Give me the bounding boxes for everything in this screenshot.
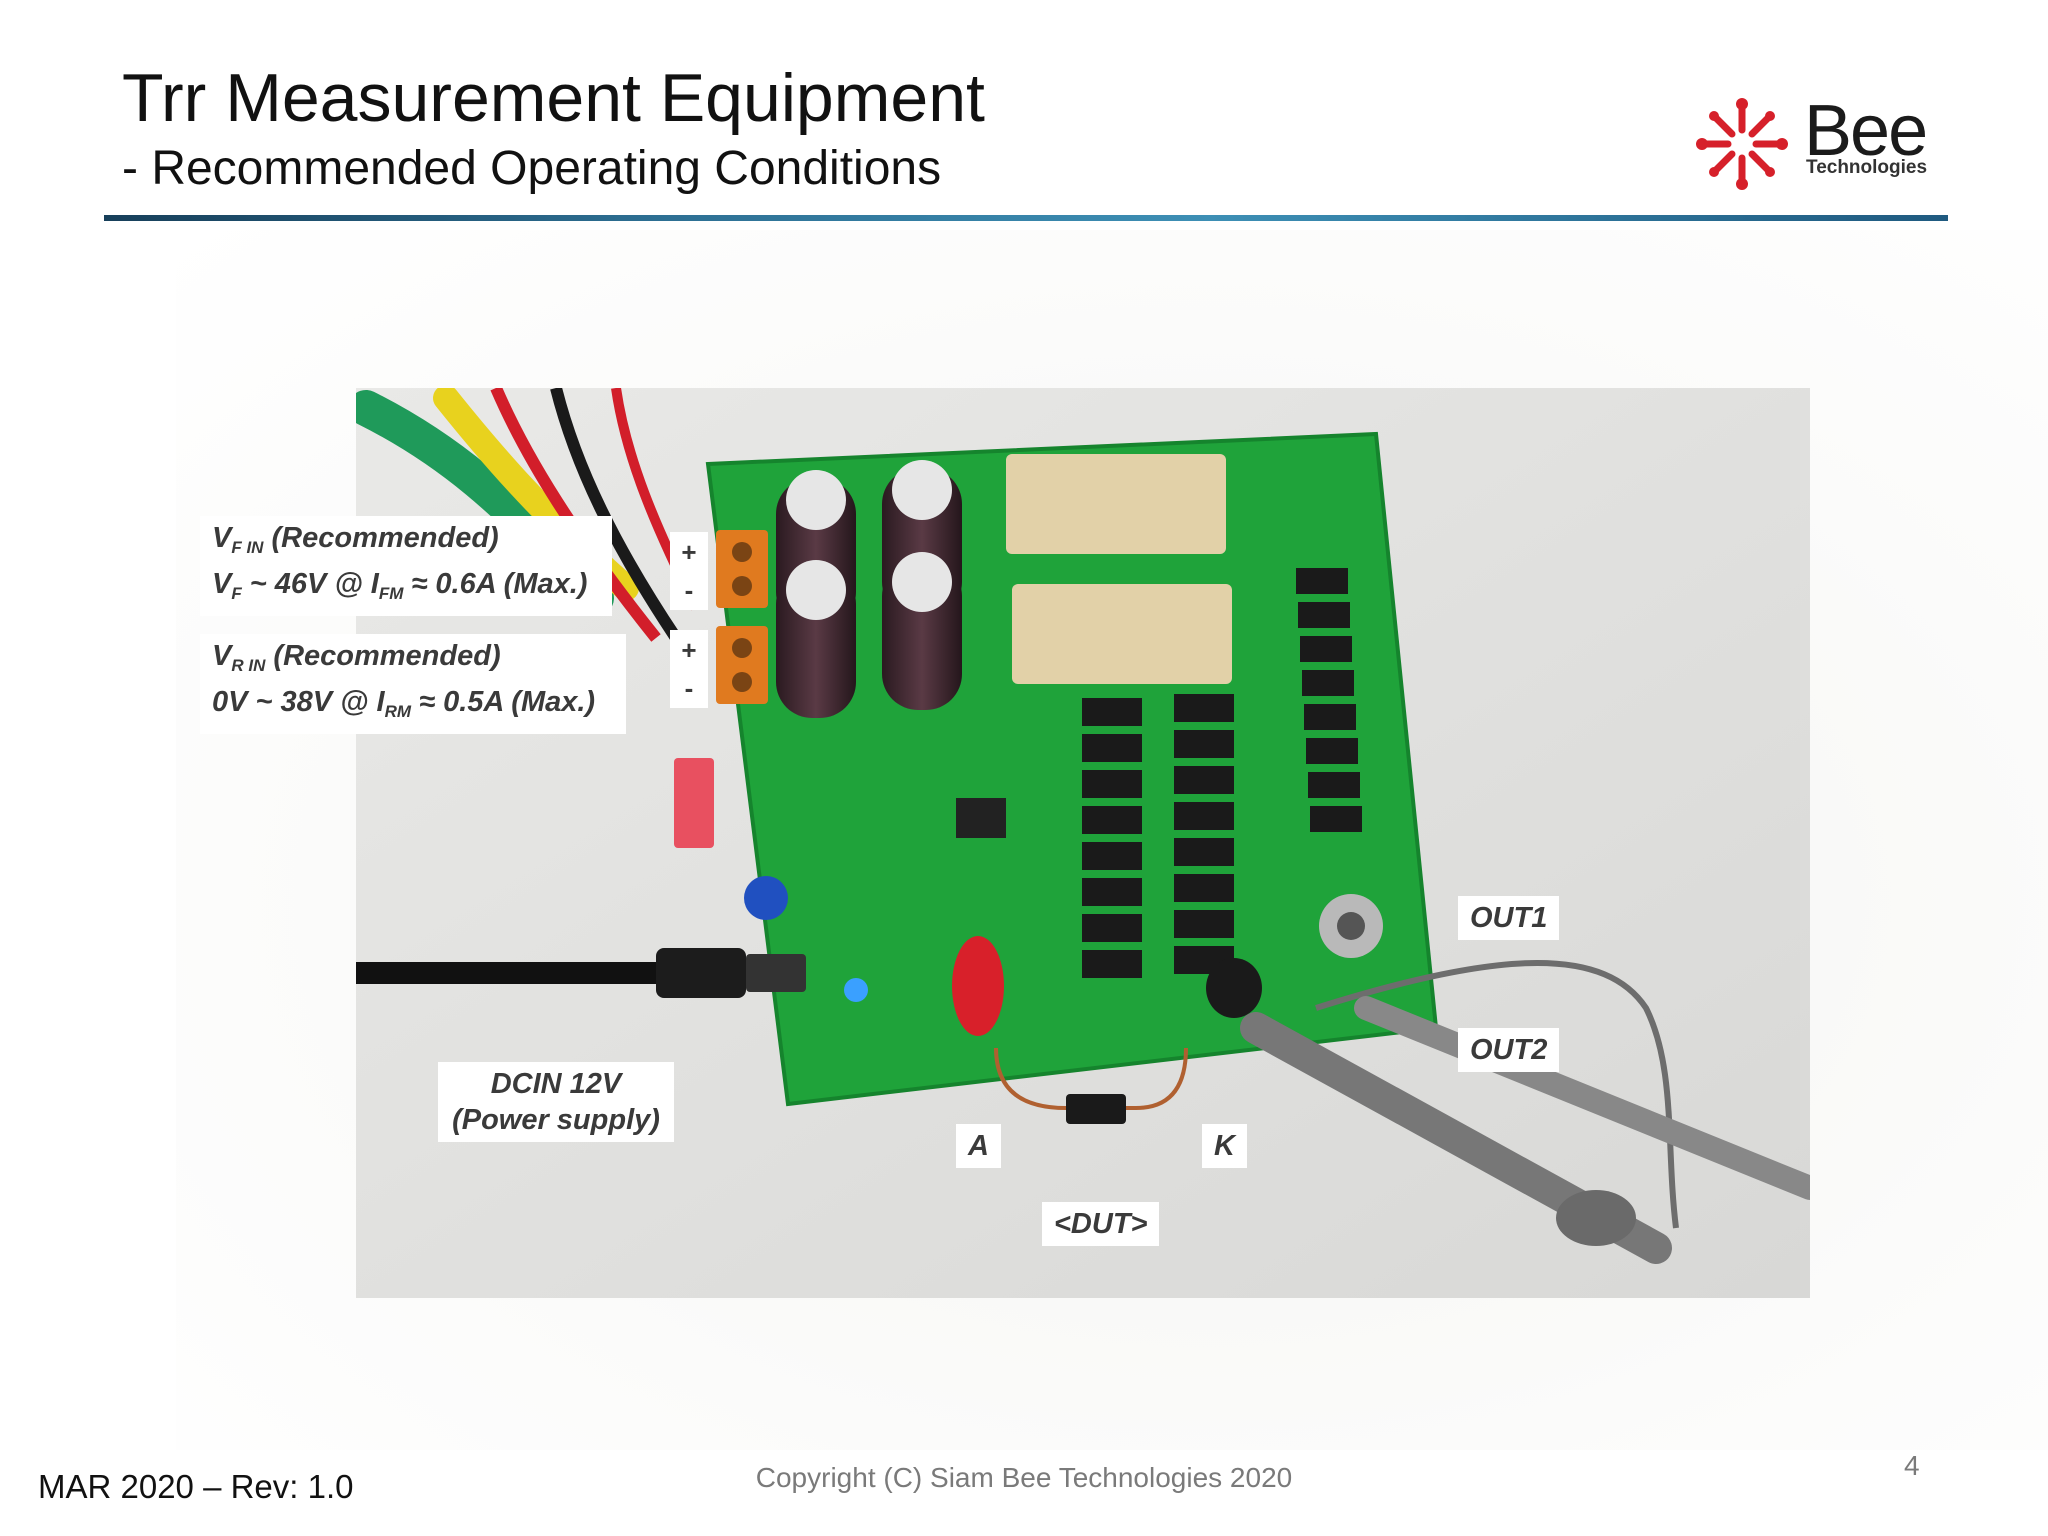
out2-label: OUT2 [1458,1028,1560,1072]
vf-plus-sign: + [670,532,708,572]
vf-in-label: VF IN (Recommended) VF ~ 46V @ IFM ≈ 0.6… [200,516,612,616]
vf-minus-sign: - [670,570,708,610]
logo-text: Bee [1804,91,1928,171]
logo-subtext: Technologies [1806,157,1928,178]
bee-star-icon [1696,98,1788,190]
dut-label: <DUT> [1042,1202,1160,1246]
footer-copyright: Copyright (C) Siam Bee Technologies 2020 [755,1462,1293,1493]
cathode-label: K [1202,1124,1247,1168]
slide-subtitle: - Recommended Operating Conditions [122,142,942,195]
anode-label: A [956,1124,1001,1168]
vr-in-label: VR IN (Recommended) 0V ~ 38V @ IRM ≈ 0.5… [200,634,626,734]
vr-plus-sign: + [670,630,708,670]
footer-date-rev: MAR 2020 – Rev: 1.0 [38,1468,354,1505]
out1-label: OUT1 [1458,896,1560,940]
title-rule [104,215,1948,221]
dcin-label: DCIN 12V (Power supply) [438,1062,674,1142]
page-number: 4 [1904,1450,1920,1481]
vr-minus-sign: - [670,668,708,708]
slide-title: Trr Measurement Equipment [122,60,985,136]
